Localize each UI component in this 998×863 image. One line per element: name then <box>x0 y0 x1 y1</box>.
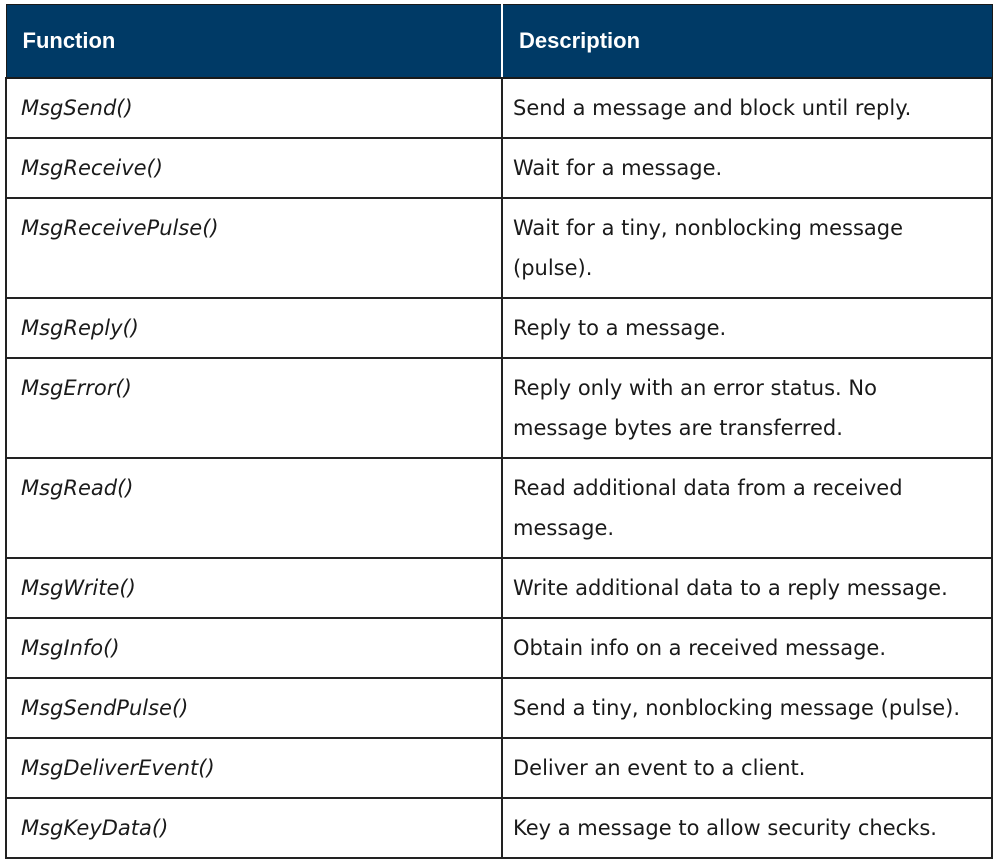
description-cell: Write additional data to a reply message… <box>501 556 993 619</box>
function-cell: MsgSend() <box>5 76 503 139</box>
description-cell: Wait for a tiny, nonblocking message (pu… <box>501 196 993 299</box>
description-cell: Wait for a message. <box>501 136 993 199</box>
column-header-function: Function <box>5 4 503 79</box>
table-row: MsgWrite() Write additional data to a re… <box>5 556 993 619</box>
description-cell: Send a message and block until reply. <box>501 76 993 139</box>
description-cell: Reply to a message. <box>501 296 993 359</box>
description-cell: Key a message to allow security checks. <box>501 796 993 859</box>
table-row: MsgDeliverEvent() Deliver an event to a … <box>5 736 993 799</box>
table-row: MsgReceive() Wait for a message. <box>5 136 993 199</box>
description-cell: Read additional data from a received mes… <box>501 456 993 559</box>
function-cell: MsgDeliverEvent() <box>5 736 503 799</box>
function-cell: MsgError() <box>5 356 503 459</box>
description-cell: Obtain info on a received message. <box>501 616 993 679</box>
function-cell: MsgReply() <box>5 296 503 359</box>
function-cell: MsgReceivePulse() <box>5 196 503 299</box>
table-header-row: Function Description <box>5 4 993 79</box>
function-cell: MsgReceive() <box>5 136 503 199</box>
function-table: Function Description MsgSend() Send a me… <box>5 4 993 859</box>
description-cell: Send a tiny, nonblocking message (pulse)… <box>501 676 993 739</box>
function-cell: MsgKeyData() <box>5 796 503 859</box>
function-cell: MsgRead() <box>5 456 503 559</box>
column-header-description: Description <box>501 4 993 79</box>
table-row: MsgError() Reply only with an error stat… <box>5 356 993 459</box>
table-row: MsgKeyData() Key a message to allow secu… <box>5 796 993 859</box>
description-cell: Reply only with an error status. No mess… <box>501 356 993 459</box>
table-row: MsgReceivePulse() Wait for a tiny, nonbl… <box>5 196 993 299</box>
function-cell: MsgInfo() <box>5 616 503 679</box>
function-cell: MsgSendPulse() <box>5 676 503 739</box>
table-row: MsgInfo() Obtain info on a received mess… <box>5 616 993 679</box>
description-cell: Deliver an event to a client. <box>501 736 993 799</box>
table-row: MsgRead() Read additional data from a re… <box>5 456 993 559</box>
table-row: MsgSend() Send a message and block until… <box>5 76 993 139</box>
function-cell: MsgWrite() <box>5 556 503 619</box>
table-row: MsgReply() Reply to a message. <box>5 296 993 359</box>
table-row: MsgSendPulse() Send a tiny, nonblocking … <box>5 676 993 739</box>
